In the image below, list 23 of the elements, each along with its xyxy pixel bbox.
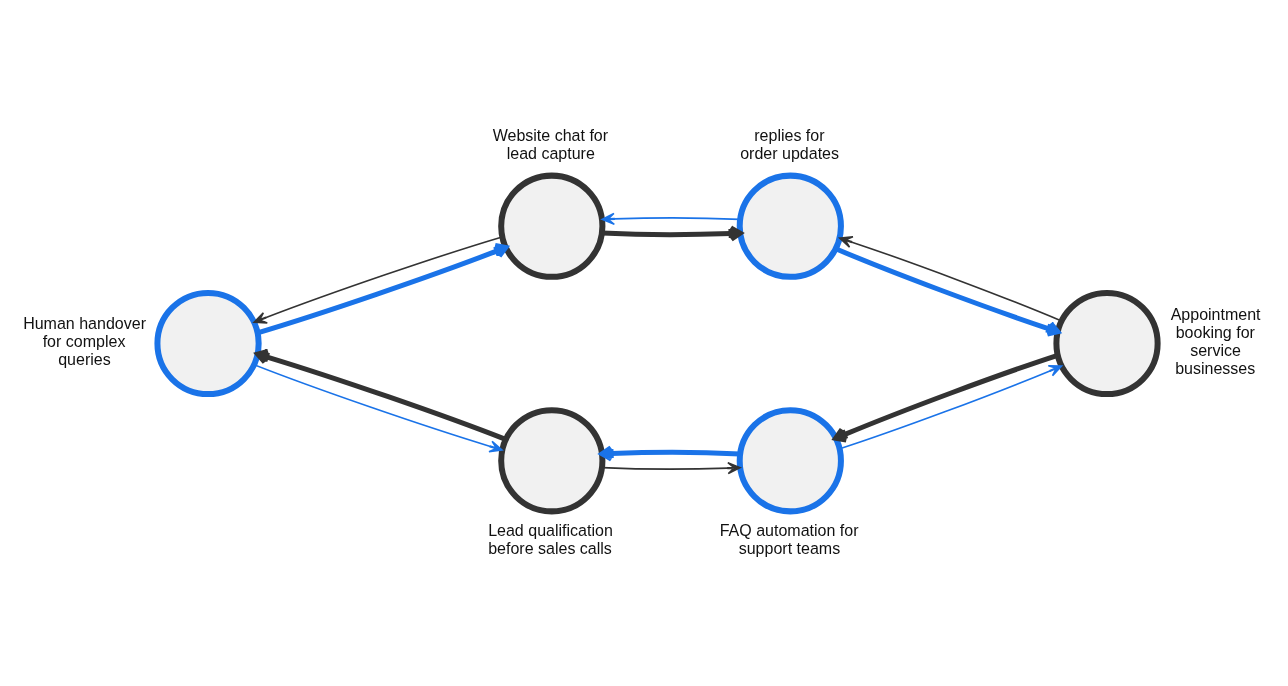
node-circle: [736, 172, 844, 280]
arrow: [253, 235, 503, 324]
arrow: [255, 348, 507, 442]
node-label: Lead qualification before sales calls: [488, 520, 613, 557]
node-label: Website chat for lead capture: [492, 125, 609, 162]
arrow: [839, 364, 1063, 450]
node-circle: [1053, 289, 1161, 397]
node-label: Appointment booking for service businesses: [1170, 304, 1261, 377]
arrow: [601, 212, 741, 225]
node-label: FAQ automation for support teams: [719, 520, 859, 557]
arrow: [601, 461, 741, 474]
node-circle: [498, 406, 606, 514]
arrow: [256, 242, 509, 335]
node-circle: [154, 289, 262, 397]
arrow: [833, 352, 1059, 442]
node-circle: [498, 172, 606, 280]
arrow: [253, 363, 503, 453]
arrow: [599, 444, 741, 462]
arrow: [602, 224, 743, 242]
node-circle: [736, 406, 844, 514]
node-label: Human handover for complex queries: [23, 313, 147, 368]
arrow: [834, 245, 1061, 337]
node-label: replies for order updates: [740, 125, 840, 162]
